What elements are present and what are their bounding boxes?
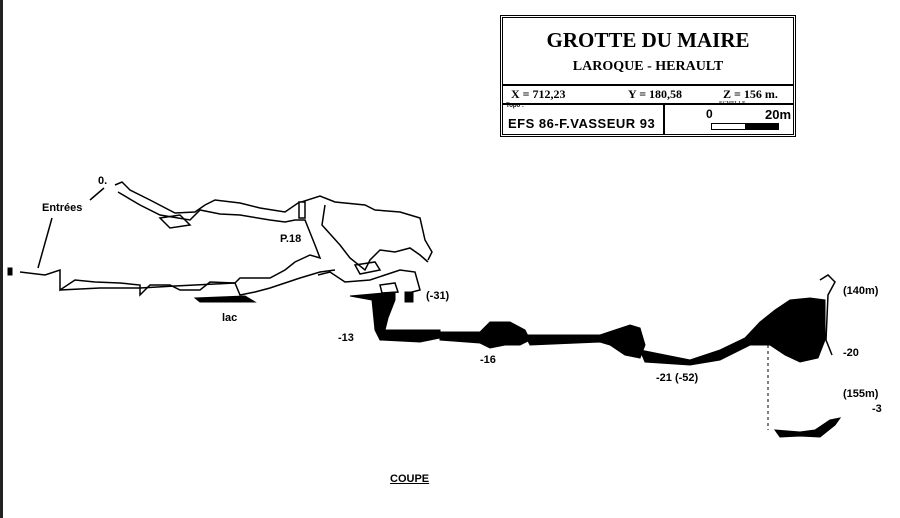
gallery-16-21	[524, 324, 646, 359]
coord-x: X = 712,23	[511, 87, 566, 101]
scale-min: 0	[706, 107, 713, 121]
coordinates-row: X = 712,23 Y = 180,58 Z = 156 m.	[503, 84, 793, 105]
upper-gallery-floor	[19, 191, 322, 297]
chambers	[158, 214, 400, 294]
topo-label: Topo :	[506, 103, 524, 109]
shaft-31	[404, 291, 414, 303]
label-depth-20: -20	[843, 347, 859, 359]
side-passage	[321, 204, 429, 272]
location: LAROQUE - HERAULT	[572, 59, 724, 74]
label-dist-155: (155m)	[843, 388, 879, 400]
title-cartouche: GROTTE DU MAIRE LAROQUE - HERAULT X = 71…	[500, 15, 796, 137]
page-edge	[0, 0, 3, 518]
scale-label: ECHELLE	[719, 101, 746, 107]
label-zero: 0.	[98, 175, 108, 187]
divider	[663, 103, 665, 134]
label-depth-21-52: -21 (-52)	[656, 372, 699, 384]
label-coupe: COUPE	[390, 473, 430, 485]
coord-z: Z = 156 m.	[723, 87, 778, 101]
cave-title: GROTTE DU MAIRE	[546, 28, 750, 52]
label-p18: P.18	[280, 233, 302, 245]
end-gallery-155	[773, 417, 842, 438]
label-depth-13: -13	[338, 332, 354, 344]
label-lac: lac	[222, 312, 238, 324]
pit-p18	[298, 201, 306, 219]
east-outline	[819, 274, 836, 356]
label-depth-3: -3	[872, 403, 882, 415]
scale-bar	[711, 123, 779, 130]
lower-network	[317, 269, 421, 301]
coord-y: Y = 180,58	[628, 87, 683, 101]
scale-max: 20m	[765, 107, 792, 122]
topo-credit: EFS 86-F.VASSEUR 93	[508, 116, 656, 131]
entrance-arrow	[37, 187, 105, 269]
label-depth-16: -16	[480, 354, 496, 366]
label-depth-31: (-31)	[426, 290, 450, 302]
upper-gallery-outline	[114, 181, 433, 261]
label-dist-140: (140m)	[843, 285, 879, 297]
lake	[193, 295, 257, 303]
lower-gallery	[59, 269, 336, 296]
chamber-16	[439, 321, 531, 349]
gallery-21-20	[639, 297, 826, 366]
label-entrees: Entrées	[42, 202, 83, 214]
